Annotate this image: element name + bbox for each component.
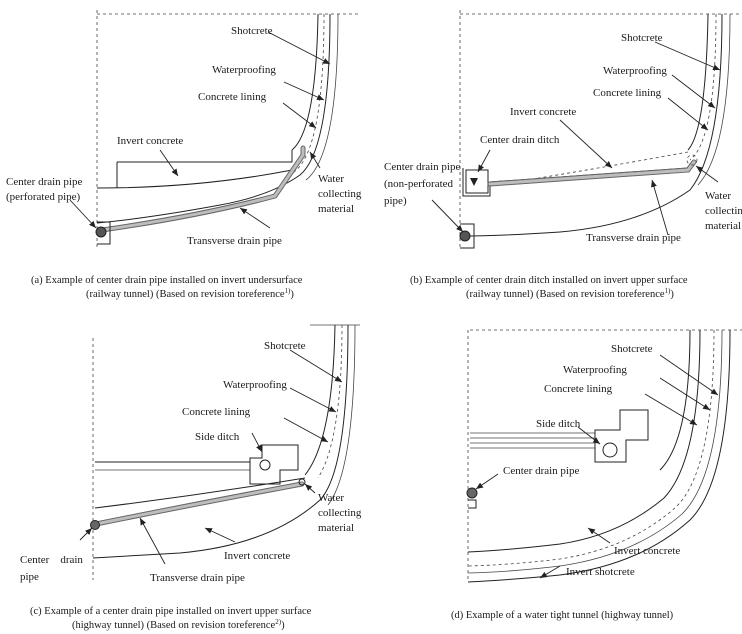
panel-d-invert-shotcrete	[467, 329, 723, 574]
panel-c-invert-arc	[94, 477, 306, 509]
panel-a-center-drain-label-2: (perforated pipe)	[6, 191, 81, 203]
panel-a-invert-arc	[96, 169, 293, 189]
panel-a-caption-line-1: (a) Example of center drain pipe install…	[31, 275, 303, 286]
panel-b-center-drain-label-1: Center drain pipe	[384, 161, 460, 173]
panel-a-concrete-lining-label: Concrete lining	[198, 91, 267, 103]
panel-c-water-label-2: collecting	[318, 507, 362, 519]
panel-c-side-ditch-label: Side ditch	[195, 431, 240, 443]
panel-a-invert-concrete-label: Invert concrete	[117, 135, 183, 147]
panel-b-drain-ditch-label: Center drain ditch	[480, 134, 560, 146]
panel-d-shotcrete-label: Shotcrete	[611, 343, 653, 355]
panel-a-caption-line-2: (railway tunnel) (Based on revision tore…	[86, 287, 294, 300]
panel-a-center-drain-label-1: Center drain pipe	[6, 176, 82, 188]
panel-a-transverse-pipe	[99, 145, 306, 233]
panel-c-waterproofing-line	[317, 324, 343, 479]
panel-c-invert-concrete-label: Invert concrete	[224, 550, 290, 562]
panel-b-caption-line-1: (b) Example of center drain ditch instal…	[410, 275, 688, 286]
panel-b-invert-concrete-label: Invert concrete	[510, 106, 576, 118]
panel-b-water-label-3: material	[705, 220, 741, 232]
panel-b-shotcrete-line	[697, 13, 731, 186]
panel-b-water-label-1: Water	[705, 190, 731, 202]
panel-a-drain-box	[97, 221, 111, 245]
panel-c-water-label-1: Water	[318, 492, 344, 504]
panel-c-water-label-3: material	[318, 522, 354, 534]
panel-a-transverse-label: Transverse drain pipe	[187, 235, 282, 247]
panel-d-invert-shotcrete-label: Invert shotcrete	[566, 566, 635, 578]
panel-c-outer-lining	[92, 324, 349, 559]
panel-a-water-label-3: material	[318, 203, 354, 215]
panel-a-center-drain-pipe	[95, 226, 107, 238]
panel-c-transverse-label: Transverse drain pipe	[150, 572, 245, 584]
panel-d-caption: (d) Example of a water tight tunnel (hig…	[451, 610, 674, 621]
panel-c-center-drain-pipe	[90, 520, 100, 530]
panel-b-water-label-2: collecting	[705, 205, 742, 217]
panel-d-side-ditch-pipe	[602, 442, 618, 458]
panel-c-concrete-lining-label: Concrete lining	[182, 406, 251, 418]
panel-d-side-ditch	[594, 409, 649, 463]
panel-a-inner-lining	[291, 13, 319, 151]
panel-c-waterproofing-label: Waterproofing	[223, 379, 287, 391]
panel-d-concrete-lining-label: Concrete lining	[544, 383, 613, 395]
panel-c-side-ditch	[249, 444, 299, 485]
panel-b-lower-box	[460, 223, 475, 249]
panel-a-diagram	[69, 10, 360, 250]
panel-c-shotcrete-line	[327, 324, 356, 506]
panel-c-water-collecting	[298, 478, 306, 486]
panel-a-shotcrete-line	[305, 13, 339, 181]
panel-a-water-label-1: Water	[318, 173, 344, 185]
panel-d-side-ditch-label: Side ditch	[536, 418, 581, 430]
panel-b-center-drain-label-2: (non-perforated	[384, 178, 454, 190]
panel-a-outer-lining	[96, 13, 331, 224]
panel-b-waterproofing-line	[689, 13, 717, 161]
panel-b-outer-lining	[459, 13, 723, 237]
panel-d-center-drain-pipe	[466, 487, 478, 499]
panel-b-center-drain-label-3: pipe)	[384, 195, 407, 207]
panel-b-center-drain-pipe	[470, 178, 478, 186]
panel-b-transverse-label: Transverse drain pipe	[586, 232, 681, 244]
panel-a-waterproofing-label: Waterproofing	[212, 64, 276, 76]
panel-d-diagram	[466, 329, 742, 583]
panel-b-shotcrete-label: Shotcrete	[621, 32, 663, 44]
panel-d-outer-lining	[467, 329, 731, 583]
panel-b-drain-ditch	[465, 169, 489, 194]
panel-b-inner-lining	[687, 13, 709, 151]
panel-c-caption-line-1: (c) Example of a center drain pipe insta…	[30, 606, 312, 617]
panel-a-water-label-2: collecting	[318, 188, 362, 200]
panel-b-diagram	[431, 10, 742, 250]
panel-d-inner-lining-2	[659, 329, 691, 471]
panel-b-lower-pipe	[459, 230, 471, 242]
panel-b-water-collecting	[686, 154, 698, 166]
panel-b-concrete-lining-label: Concrete lining	[593, 87, 662, 99]
panel-b-caption-line-2: (railway tunnel) (Based on revision tore…	[466, 287, 674, 300]
panel-b-waterproofing-label: Waterproofing	[603, 65, 667, 77]
panel-d-waterproofing-label: Waterproofing	[563, 364, 627, 376]
panel-c-shotcrete-label: Shotcrete	[264, 340, 306, 352]
panel-c-center-drain-label-2: pipe	[20, 571, 39, 583]
panel-a-waterproofing-line	[293, 13, 325, 173]
panel-a-shotcrete-label: Shotcrete	[231, 25, 273, 37]
panel-c-inner-lining	[304, 324, 336, 476]
panel-c-caption-line-2: (highway tunnel) (Based on revision tore…	[72, 618, 285, 631]
panel-c-side-ditch-pipe	[259, 459, 271, 471]
panel-c-center-drain-label-1: Center drain	[20, 554, 83, 566]
panel-d-center-drain-label: Center drain pipe	[503, 465, 579, 477]
panel-d-invert-concrete-label: Invert concrete	[614, 545, 680, 557]
panel-a-invert-top	[117, 150, 293, 163]
panel-c-diagram	[79, 324, 360, 580]
